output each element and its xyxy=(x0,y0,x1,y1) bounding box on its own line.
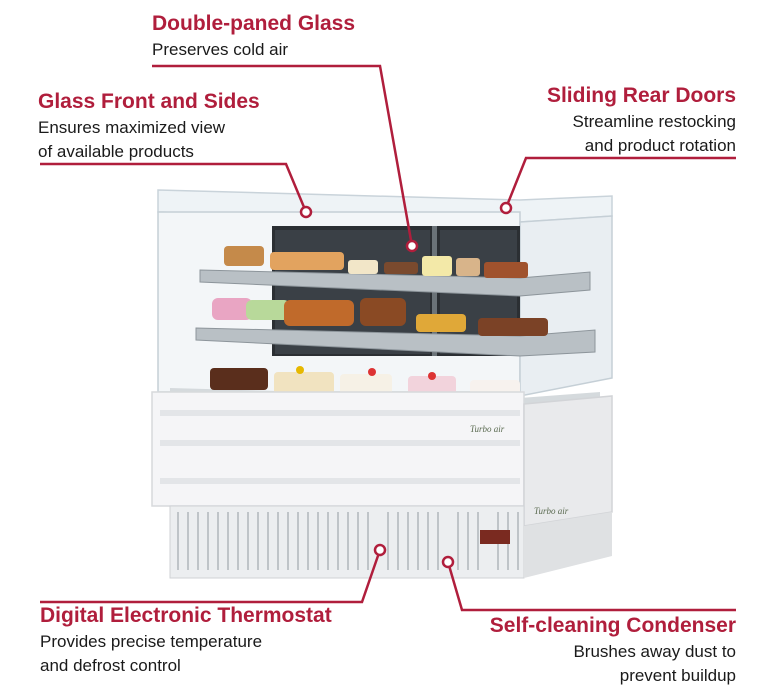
glass-front-text-2: of available products xyxy=(38,142,194,161)
glass-side-panel xyxy=(519,215,613,397)
top-shelf-products xyxy=(224,246,528,278)
glass-front-leader xyxy=(40,162,308,213)
cabinet-trim-lower xyxy=(160,478,520,484)
brand-logo: Turbo air xyxy=(470,424,505,434)
sliding-doors-marker xyxy=(499,201,513,215)
thermostat-leader xyxy=(40,549,382,604)
double-glass-title: Double-paned Glass xyxy=(152,12,356,35)
brand-logo-base: Turbo air xyxy=(534,506,569,516)
cabinet-trim-upper xyxy=(160,410,520,416)
leader-lines xyxy=(40,64,736,612)
condenser-text-2: prevent buildup xyxy=(619,666,736,685)
cabinet-trim-middle xyxy=(160,440,520,446)
double-glass-marker xyxy=(405,239,419,253)
ghost-text xyxy=(18,186,25,214)
sliding-doors-leader xyxy=(504,156,736,209)
base-side xyxy=(524,512,612,578)
thermostat-display xyxy=(480,530,510,544)
sliding-doors-title: Sliding Rear Doors xyxy=(546,84,736,107)
grille-slats xyxy=(177,512,519,570)
condenser-title: Self-cleaning Condenser xyxy=(489,614,736,637)
glass-front-text-1: Ensures maximized view xyxy=(38,118,226,137)
thermostat-text-2: and defrost control xyxy=(40,656,181,675)
middle-shelf-products xyxy=(212,298,548,336)
thermostat-title: Digital Electronic Thermostat xyxy=(40,604,332,627)
double-glass-leader xyxy=(152,64,414,247)
sliding-doors-text-1: Streamline restocking xyxy=(572,112,736,131)
thermostat-text-1: Provides precise temperature xyxy=(40,632,263,651)
cabinet-front xyxy=(151,391,525,507)
condenser-marker xyxy=(441,555,455,569)
glass-front-title: Glass Front and Sides xyxy=(38,90,260,113)
double-glass-text: Preserves cold air xyxy=(152,40,289,59)
glass-front-marker xyxy=(299,205,313,219)
thermostat-marker xyxy=(373,543,387,557)
condenser-text-1: Brushes away dust to xyxy=(573,642,736,661)
condenser-leader xyxy=(446,561,736,612)
sliding-doors-text-2: and product rotation xyxy=(584,136,736,155)
